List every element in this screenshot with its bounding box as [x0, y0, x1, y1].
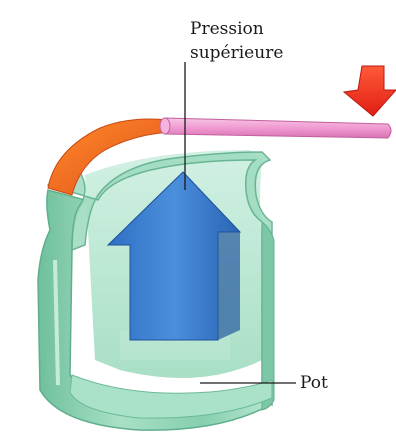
input-pressure-arrow — [344, 66, 396, 116]
pressure-arrow-side — [218, 232, 240, 340]
label-pot: Pot — [300, 373, 328, 393]
label-pression-line2: supérieure — [190, 43, 283, 63]
pipe — [160, 118, 391, 138]
pipe-end — [160, 118, 170, 134]
label-pression-line1: Pression — [190, 19, 264, 39]
pipe-body — [165, 118, 391, 138]
